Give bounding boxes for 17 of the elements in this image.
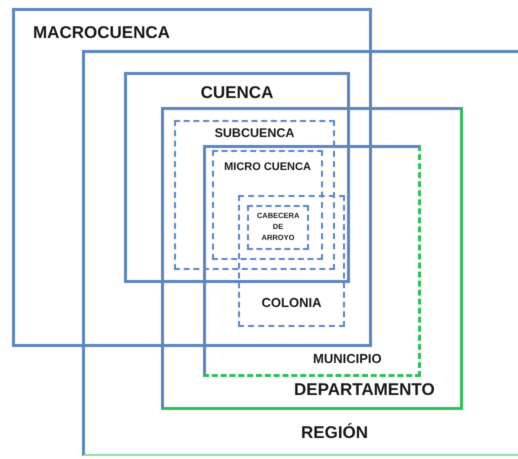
- region-label: MACROCUENCA: [33, 23, 170, 44]
- region-outline: [212, 150, 323, 260]
- region-outline: [238, 195, 345, 327]
- region-label: REGIÓN: [301, 423, 368, 444]
- region-outline: [124, 72, 350, 283]
- region-outline: [174, 120, 335, 270]
- region-label: SUBCUENCA: [214, 126, 294, 141]
- region-outline: [12, 8, 372, 347]
- region-outline: [161, 107, 463, 410]
- region-label: MUNICIPIO: [313, 351, 382, 367]
- region-label: COLONIA: [262, 295, 322, 311]
- region-outline: [203, 145, 421, 377]
- region-outline: [82, 50, 518, 456]
- region-label: MICRO CUENCA: [224, 161, 311, 174]
- region-label: DEPARTAMENTO: [294, 380, 435, 400]
- region-label: CUENCA: [200, 83, 274, 104]
- region-outline: [247, 205, 309, 250]
